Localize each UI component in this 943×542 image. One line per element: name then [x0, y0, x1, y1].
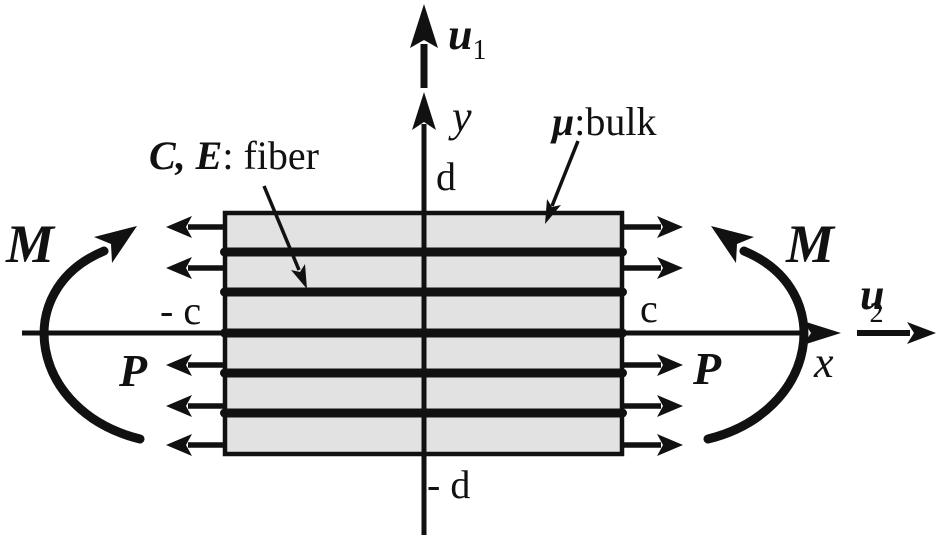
fiber-annotation: C, E: fiber [149, 136, 319, 176]
u2-arrowhead-icon [907, 322, 936, 344]
c-right-label: c [640, 286, 658, 331]
u1-label-base: u [448, 10, 473, 59]
left-load-arrowhead-icon [166, 216, 192, 238]
right-load-arrowhead-icon [657, 257, 683, 279]
u2-label: u2 [860, 270, 885, 329]
left-load-arrowhead-icon [166, 395, 192, 417]
moment-arc-left [39, 226, 145, 444]
right-load-arrowhead-icon [657, 354, 683, 376]
u1-arrow [410, 4, 438, 88]
y-axis-label: y [452, 92, 472, 141]
right-load-arrowhead-icon [657, 395, 683, 417]
moment-label-right: M [786, 214, 835, 274]
moment-arc-left-arrowhead-icon [94, 226, 137, 263]
moment-label-left: M [6, 214, 55, 274]
moment-arc-right-arrowhead-icon [711, 226, 754, 263]
u2-label-base: u [860, 270, 885, 319]
fiber-leader-arrow [262, 185, 307, 289]
left-load-arrows [166, 216, 227, 456]
d-top-label: d [436, 154, 456, 199]
bulk-annotation-symbol: μ [552, 99, 575, 144]
fiber-annotation-text: : fiber [222, 133, 319, 178]
moment-arc-left-curve [39, 246, 145, 444]
fiber-leader-arrowhead-icon [291, 264, 307, 289]
u1-arrowhead-icon [410, 4, 438, 48]
c-left-label: - c [160, 288, 202, 333]
fiber-annotation-symbols: C, E [149, 133, 223, 178]
moment-arc-right [703, 226, 809, 444]
bulk-leader-arrow [545, 140, 580, 224]
left-load-arrowhead-icon [166, 257, 192, 279]
load-label-left: P [119, 345, 148, 396]
u1-label-subscript: 1 [472, 35, 487, 66]
bulk-leader-line [550, 140, 580, 207]
moment-arc-right-curve [703, 246, 809, 444]
x-axis-label: x [814, 338, 834, 387]
right-load-arrowhead-icon [657, 216, 683, 238]
u2-label-subscript: 2 [869, 298, 884, 329]
right-load-arrows [620, 216, 683, 456]
load-label-right: P [693, 343, 722, 394]
u1-label: u1 [448, 13, 486, 65]
u2-arrow [857, 322, 936, 344]
left-load-arrowhead-icon [166, 354, 192, 376]
d-bottom-label: - d [427, 462, 471, 507]
x-axis-arrowhead-icon [803, 321, 841, 345]
y-axis-arrowhead-icon [412, 92, 436, 130]
left-load-arrowhead-icon [166, 434, 192, 456]
fiber-leader-line [262, 185, 301, 271]
bulk-leader-arrowhead-icon [545, 199, 561, 224]
bulk-annotation-text: :bulk [574, 99, 657, 144]
bulk-annotation: μ:bulk [552, 102, 656, 142]
right-load-arrowhead-icon [657, 434, 683, 456]
